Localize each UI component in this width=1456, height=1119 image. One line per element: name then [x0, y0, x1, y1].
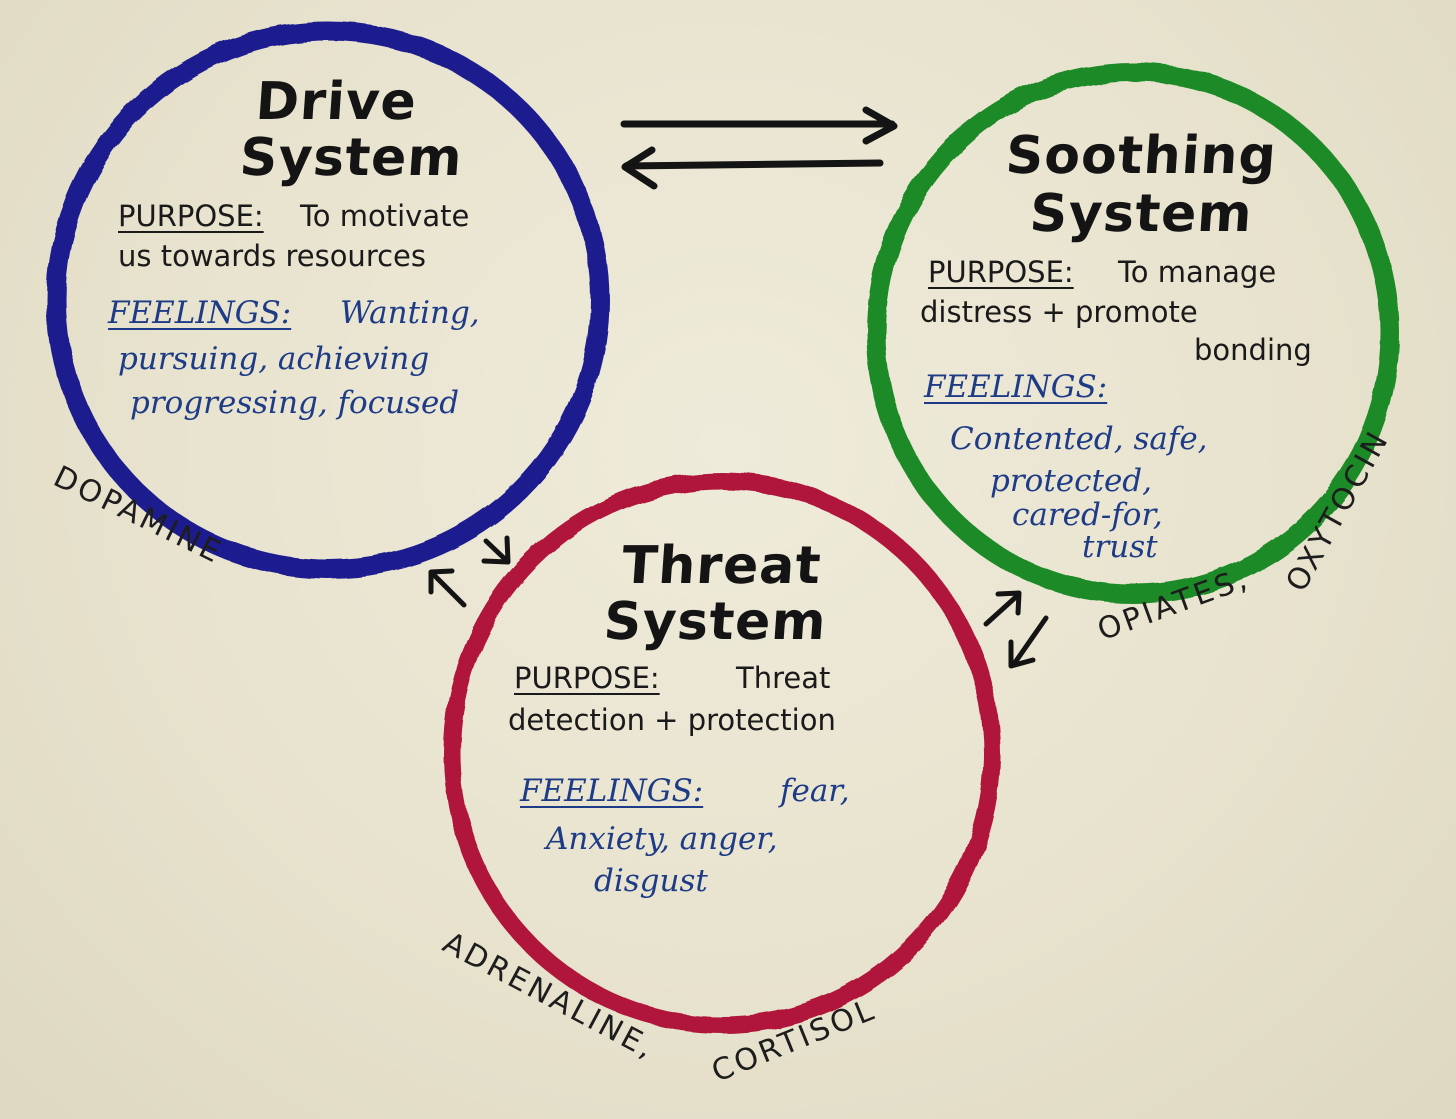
drive-feelings-label: FEELINGS: — [108, 295, 292, 331]
threat-feelings-label: FEELINGS: — [520, 773, 704, 809]
soothing-hormone-line1: OXYTOCIN — [1279, 424, 1397, 598]
threat-purpose-label: PURPOSE: — [514, 661, 660, 695]
soothing-feelings-label: FEELINGS: — [924, 369, 1108, 405]
drive-circle — [46, 21, 610, 579]
soothing-circle — [866, 62, 1400, 604]
soothing-purpose-line2: distress + promote — [920, 295, 1198, 329]
drive-purpose-line2: us towards resources — [118, 239, 426, 273]
soothing-feelings-line1: Contented, safe, — [950, 421, 1208, 457]
threat-feelings-line2: Anxiety, anger, — [546, 821, 778, 857]
threat-title-line2: System — [601, 592, 829, 652]
threat-hormone-label-part2: CORTISOL — [706, 992, 882, 1090]
drive-feelings-line1: Wanting, — [340, 295, 480, 331]
soothing-title-line2: System — [1027, 184, 1255, 244]
threat-purpose-line2: detection + protection — [508, 703, 836, 737]
threat-feelings-line3: disgust — [594, 863, 708, 899]
drive-hormone-label: DOPAMINE — [47, 459, 229, 572]
soothing-feelings-line4: trust — [1082, 529, 1158, 565]
soothing-purpose-label: PURPOSE: — [928, 255, 1074, 289]
drive-title-line2: System — [237, 128, 465, 188]
soothing-purpose-line3: bonding — [1194, 333, 1312, 367]
soothing-feelings-line3: cared-for, — [1012, 497, 1163, 533]
drive-feelings-line2: pursuing, achieving — [118, 341, 430, 377]
threat-hormone-label-part1: ADRENALINE, — [436, 925, 662, 1067]
threat-feelings-line1: fear, — [780, 773, 850, 809]
drive-purpose-label: PURPOSE: — [118, 199, 264, 233]
threat-soothing-double-arrow-icon — [983, 590, 1049, 669]
soothing-purpose-line1: To manage — [1118, 255, 1277, 289]
soothing-title-line1: Soothing — [1003, 126, 1279, 186]
drive-title-line1: Drive — [253, 72, 419, 132]
threat-purpose-line1: Threat — [736, 661, 831, 695]
drive-threat-double-arrow-icon — [428, 535, 511, 608]
soothing-hormone-line2: OPIATES, — [1092, 560, 1254, 649]
drive-soothing-double-arrow-icon — [620, 106, 898, 190]
threat-title-line1: Threat — [619, 536, 824, 596]
drive-purpose-line1: To motivate — [300, 199, 470, 233]
soothing-feelings-line2: protected, — [990, 463, 1152, 499]
drive-feelings-line3: progressing, focused — [130, 385, 460, 421]
threat-circle — [443, 472, 1001, 1034]
